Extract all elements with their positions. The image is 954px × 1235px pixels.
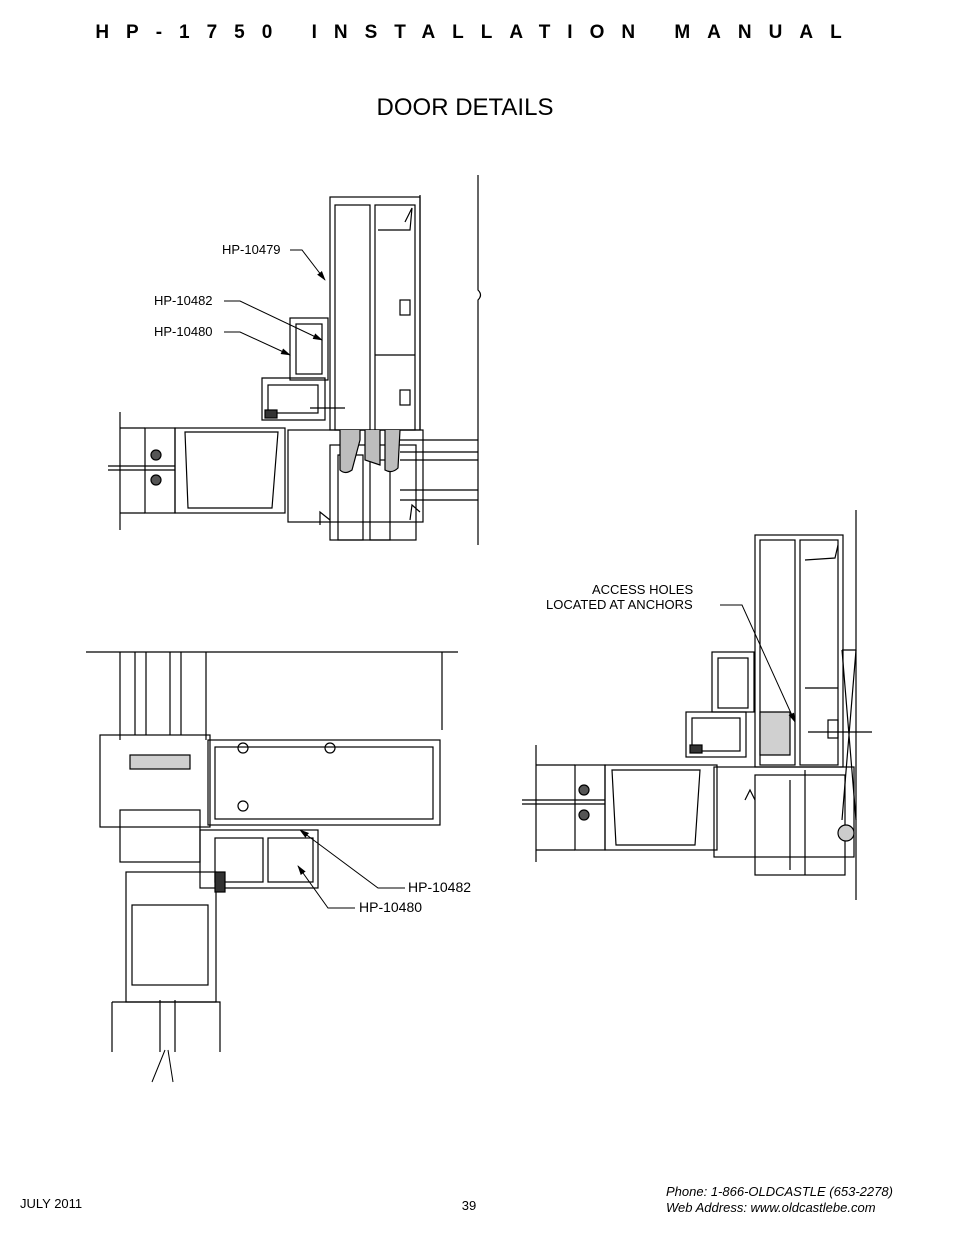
footer-contact: Phone: 1-866-OLDCASTLE (653-2278) Web Ad… [666, 1184, 893, 1216]
page-number: 39 [461, 1198, 477, 1213]
manual-title: HP-1750 INSTALLATION MANUAL [95, 22, 859, 43]
detail-bottom-leaders [151, 829, 405, 1083]
detail-top-label-2: HP-10482 [154, 293, 213, 308]
detail-right-note-line-2: LOCATED AT ANCHORS [546, 597, 693, 612]
detail-bottom-label-1: HP-10482 [408, 879, 471, 895]
footer-date: JULY 2011 [20, 1196, 83, 1211]
detail-top-label-1: HP-10479 [222, 242, 281, 257]
detail-top-leaders [224, 249, 326, 356]
detail-top-drawing [108, 175, 482, 545]
detail-bottom-label-2: HP-10480 [359, 899, 422, 915]
detail-right-drawing [522, 510, 872, 900]
detail-right-leaders [720, 604, 796, 723]
detail-bottom-drawing [86, 651, 458, 1052]
section-title: DOOR DETAILS [376, 94, 554, 121]
footer-phone: Phone: 1-866-OLDCASTLE (653-2278) [666, 1184, 893, 1199]
detail-top-label-3: HP-10480 [154, 324, 213, 339]
detail-right-note-line-1: ACCESS HOLES [592, 582, 693, 597]
footer-web: Web Address: www.oldcastlebe.com [666, 1200, 876, 1215]
